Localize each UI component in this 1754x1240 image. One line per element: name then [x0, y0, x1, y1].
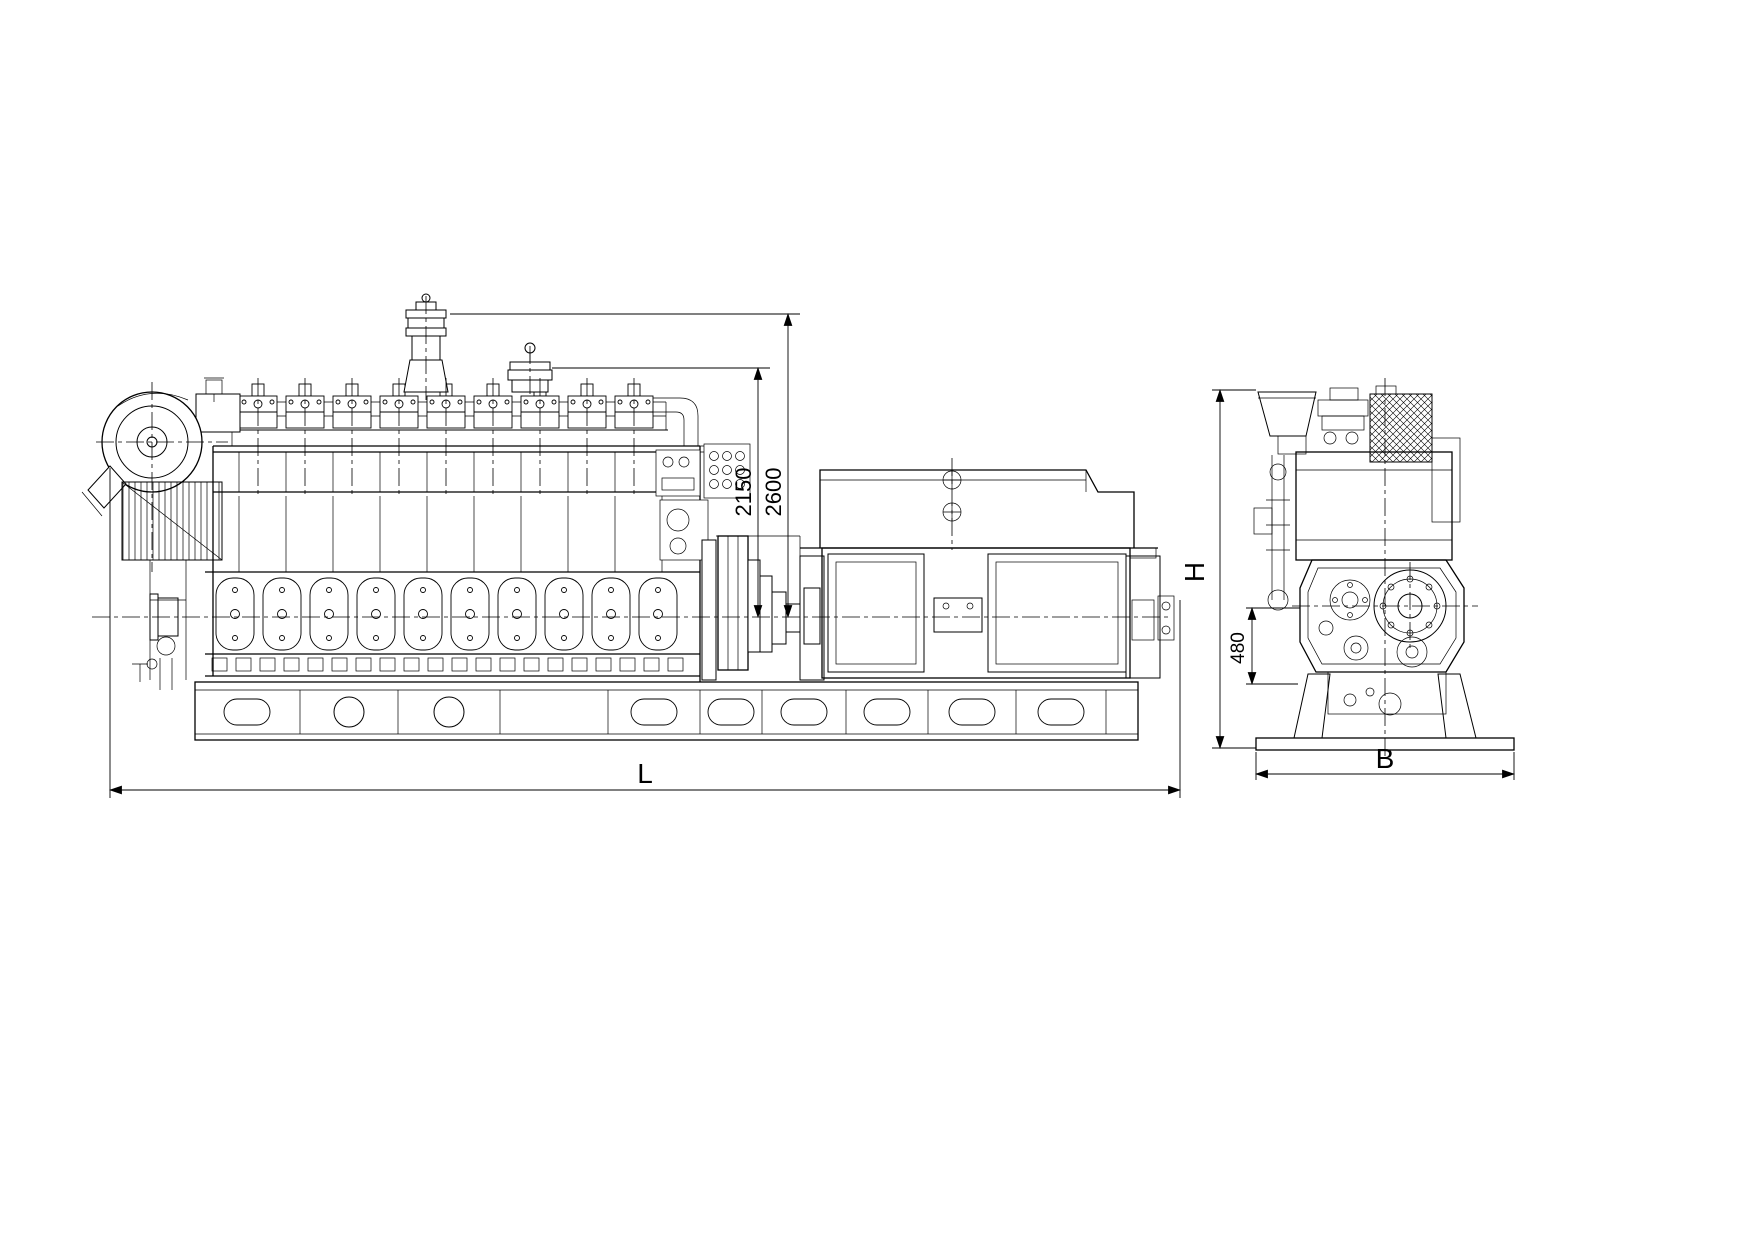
- dim-label-480: 480: [1228, 632, 1249, 664]
- dimension-2150: [552, 366, 770, 619]
- dim-label-height: H: [1179, 562, 1210, 582]
- dim-label-width: B: [1376, 743, 1395, 774]
- dim-label-2600: 2600: [761, 468, 786, 517]
- turbo-end: [1317, 387, 1369, 445]
- dimension-length: [108, 468, 1182, 798]
- mounting-rib-row: [211, 657, 684, 672]
- dimension-width: [1254, 752, 1516, 780]
- engine-end: [1253, 451, 1453, 611]
- dim-label-length: L: [637, 758, 653, 789]
- instrument-panel: [655, 443, 751, 561]
- centerlines: [92, 296, 1478, 760]
- intake-funnel: [1257, 391, 1317, 455]
- dimension-2600: [450, 312, 800, 619]
- end-view: [1253, 385, 1515, 751]
- pump-flanges: [1318, 579, 1428, 668]
- crankcase-end: [1299, 559, 1465, 716]
- dimension-480: [1246, 606, 1300, 686]
- end-bracket: [1157, 595, 1175, 641]
- oil-sump: [1327, 671, 1447, 716]
- air-cooler-end: [1369, 385, 1461, 523]
- charge-air-cooler: [121, 481, 223, 690]
- generator: [799, 469, 1175, 681]
- dimension-height: [1212, 388, 1256, 750]
- crankcase-door-row: [215, 577, 678, 651]
- side-view: [81, 293, 1175, 741]
- dimensions: [108, 312, 1516, 798]
- flywheel-coupling: [701, 535, 803, 681]
- baseframe: [194, 681, 1139, 741]
- terminal-box: [933, 597, 983, 633]
- dim-label-2150: 2150: [731, 468, 756, 517]
